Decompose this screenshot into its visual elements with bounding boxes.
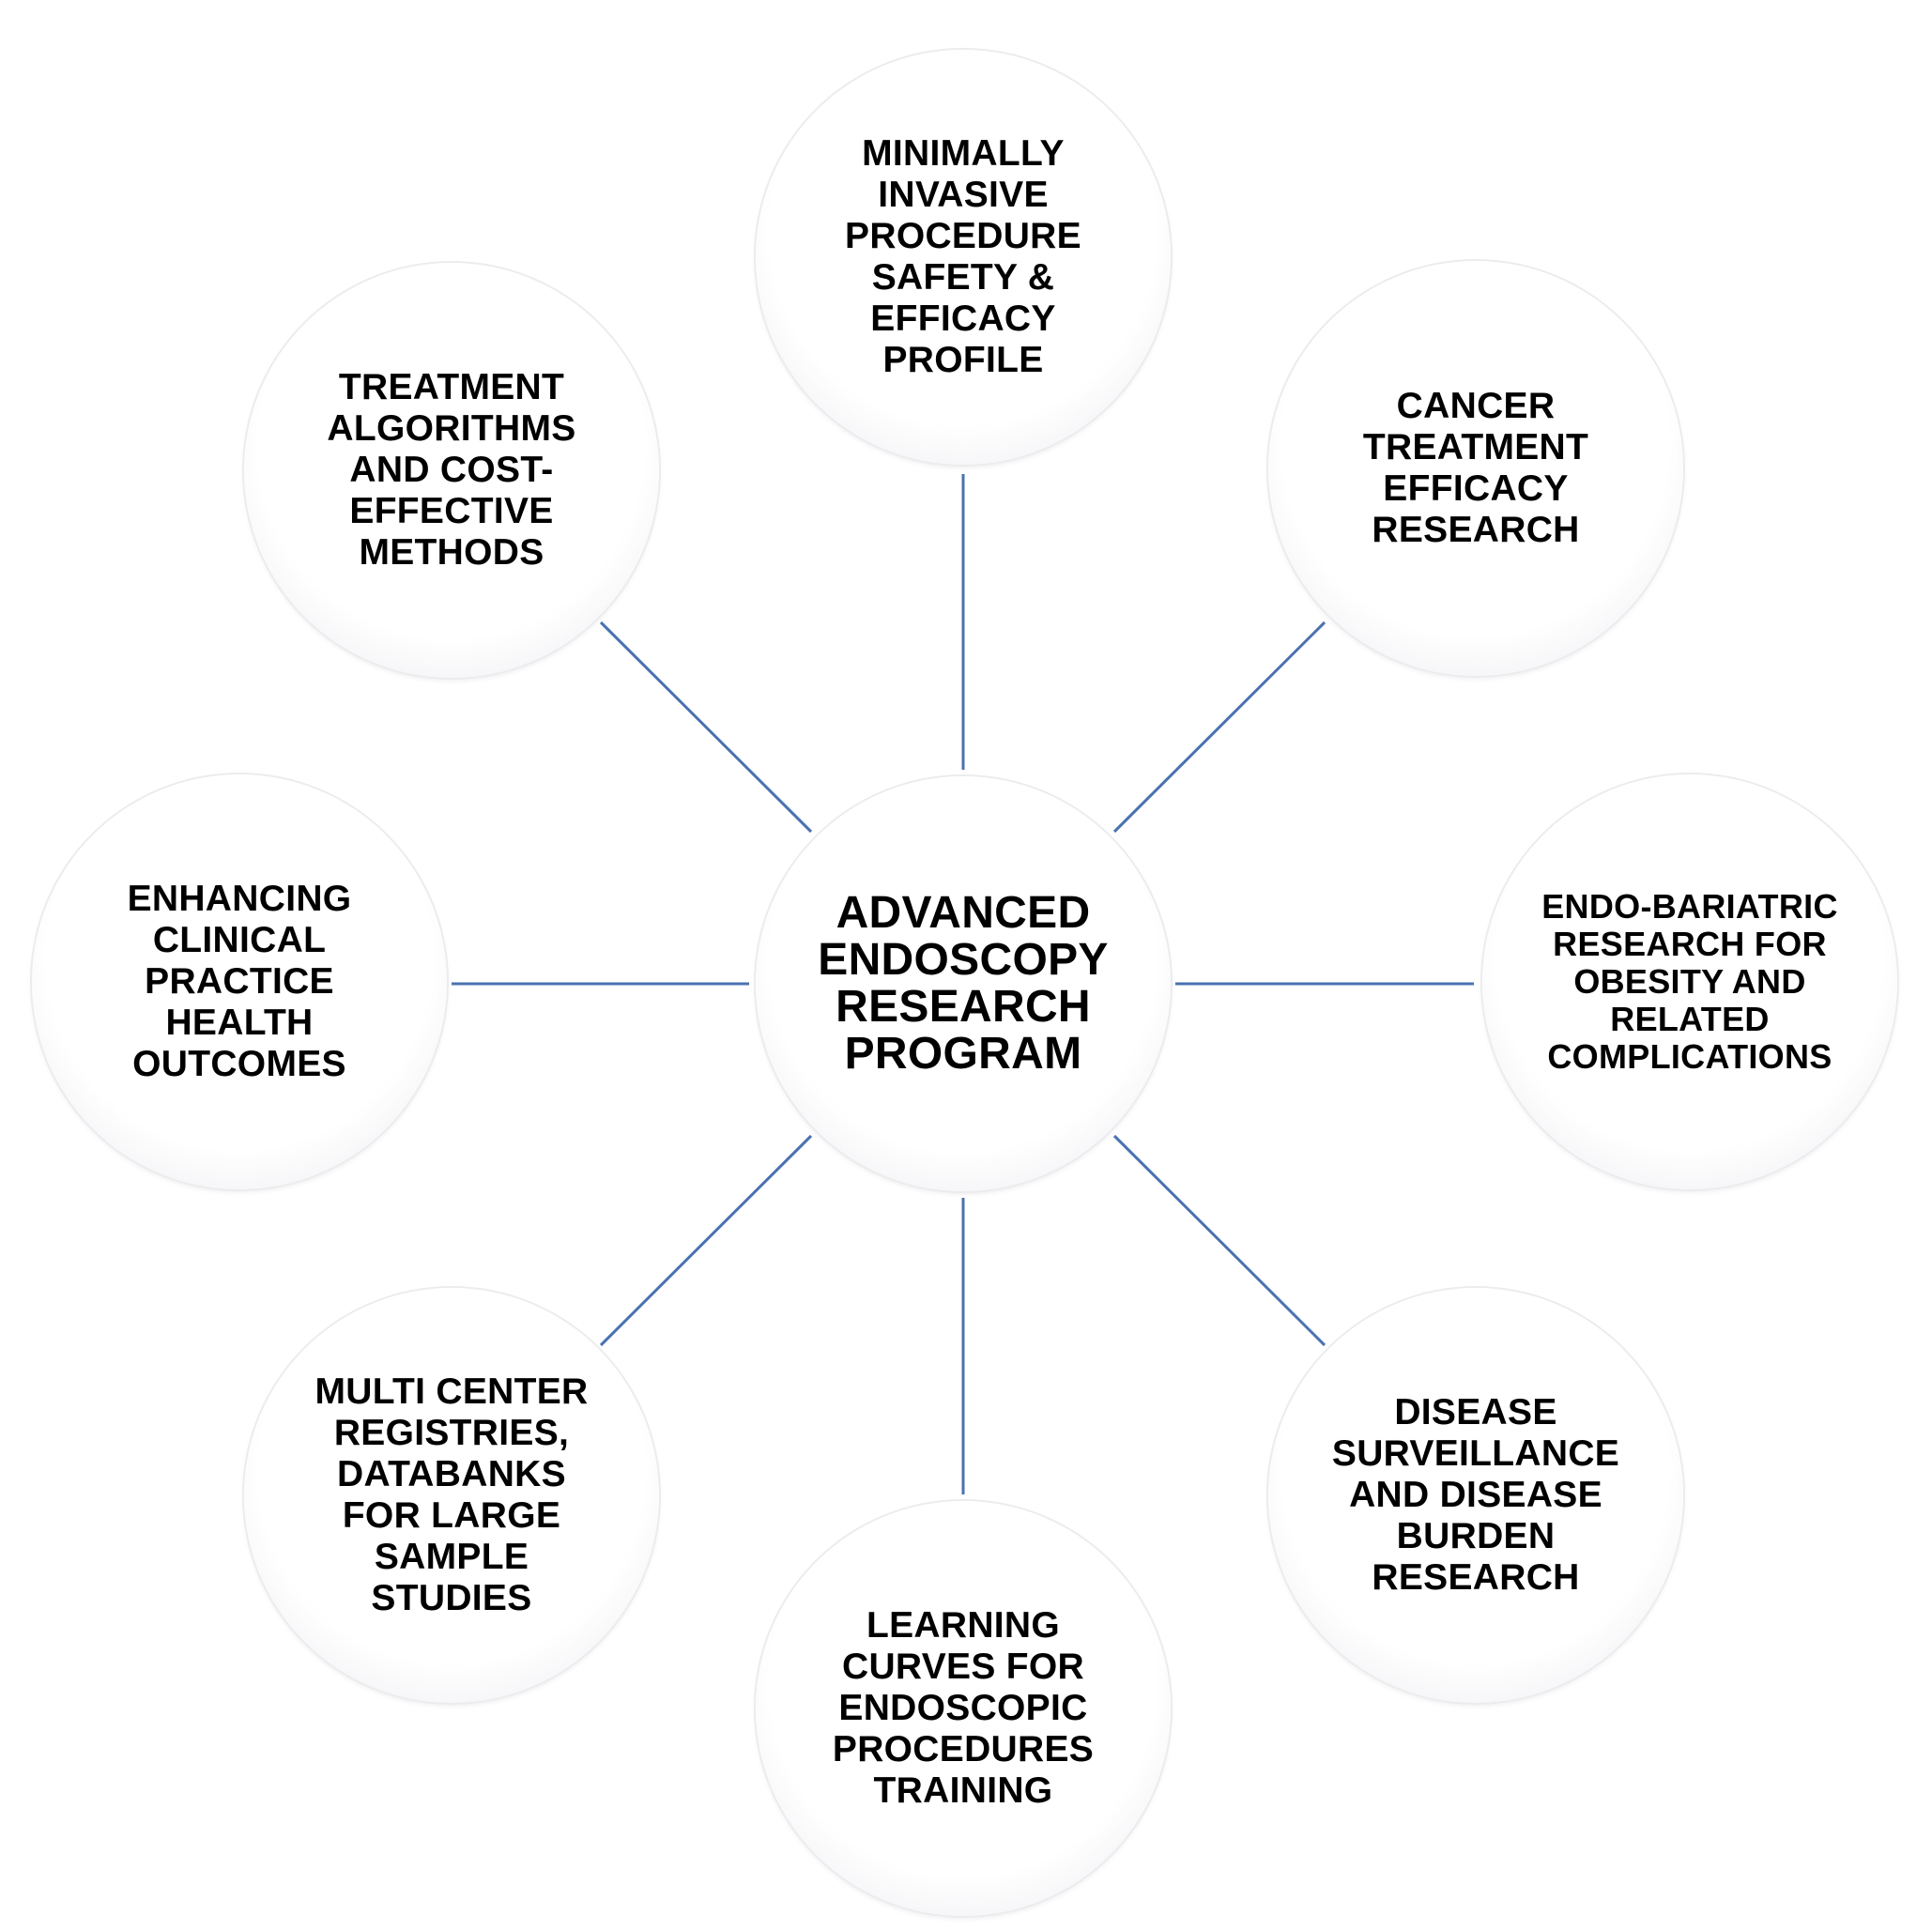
connector-top-right	[1112, 620, 1326, 834]
node-label: TREATMENT ALGORITHMS AND COST- EFFECTIVE…	[327, 367, 576, 573]
connector-top-left	[599, 620, 813, 834]
node-learning-curves: LEARNING CURVES FOR ENDOSCOPIC PROCEDURE…	[756, 1501, 1171, 1916]
node-treatment-algorithms: TREATMENT ALGORITHMS AND COST- EFFECTIVE…	[244, 263, 659, 678]
node-disease-surveillance: DISEASE SURVEILLANCE AND DISEASE BURDEN …	[1268, 1288, 1683, 1703]
node-clinical-practice: ENHANCING CLINICAL PRACTICE HEALTH OUTCO…	[32, 774, 447, 1189]
node-label: LEARNING CURVES FOR ENDOSCOPIC PROCEDURE…	[832, 1605, 1095, 1811]
node-label: ENHANCING CLINICAL PRACTICE HEALTH OUTCO…	[127, 879, 352, 1084]
node-endo-bariatric: ENDO-BARIATRIC RESEARCH FOR OBESITY AND …	[1482, 774, 1897, 1189]
node-procedure-safety: MINIMALLY INVASIVE PROCEDURE SAFETY & EF…	[756, 50, 1171, 465]
node-multicenter-registries: MULTI CENTER REGISTRIES, DATABANKS FOR L…	[244, 1288, 659, 1703]
node-label: DISEASE SURVEILLANCE AND DISEASE BURDEN …	[1331, 1392, 1620, 1598]
node-label: CANCER TREATMENT EFFICACY RESEARCH	[1362, 386, 1589, 550]
central-node: ADVANCED ENDOSCOPY RESEARCH PROGRAM	[756, 776, 1171, 1191]
central-node-label: ADVANCED ENDOSCOPY RESEARCH PROGRAM	[818, 888, 1109, 1079]
connector-bottom-left	[599, 1134, 813, 1347]
node-cancer-treatment: CANCER TREATMENT EFFICACY RESEARCH	[1268, 261, 1683, 676]
node-label: ENDO-BARIATRIC RESEARCH FOR OBESITY AND …	[1541, 887, 1838, 1076]
node-label: MINIMALLY INVASIVE PROCEDURE SAFETY & EF…	[845, 133, 1081, 380]
connector-bottom-right	[1112, 1134, 1326, 1347]
node-label: MULTI CENTER REGISTRIES, DATABANKS FOR L…	[314, 1371, 589, 1618]
